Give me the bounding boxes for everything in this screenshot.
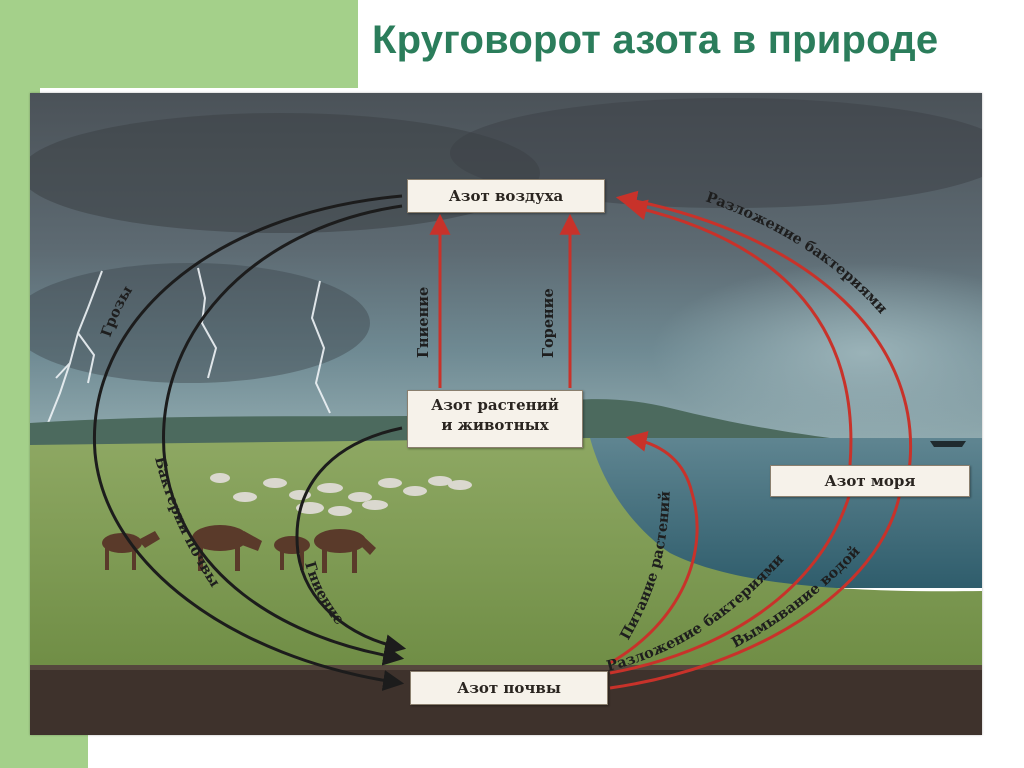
box-plant-animal-nitrogen-line2: и животных	[441, 416, 549, 434]
box-sea-nitrogen: Азот моря	[770, 465, 970, 497]
green-header-band	[0, 0, 358, 88]
red-arrows	[429, 190, 913, 690]
label-burning: Горение	[540, 288, 557, 358]
box-soil-nitrogen-label: Азот почвы	[457, 679, 561, 697]
box-soil-nitrogen: Азот почвы	[410, 671, 608, 705]
black-arrows	[92, 194, 407, 691]
box-plant-animal-nitrogen: Азот растений и животных	[407, 390, 583, 448]
box-sea-nitrogen-label: Азот моря	[824, 472, 916, 490]
box-air-nitrogen-label: Азот воздуха	[448, 187, 564, 205]
slide-title: Круговорот азота в природе	[372, 18, 939, 62]
lightning-bolts	[47, 267, 331, 424]
horses	[102, 525, 376, 573]
sheep-herd	[210, 473, 472, 516]
label-decay-up: Гниение	[415, 287, 432, 358]
box-air-nitrogen: Азот воздуха	[407, 179, 605, 213]
box-plant-animal-nitrogen-line1: Азот растений	[431, 396, 559, 414]
nitrogen-cycle-diagram: Грозы Бактерии почвы Гниение Гниение Гор…	[30, 93, 982, 735]
